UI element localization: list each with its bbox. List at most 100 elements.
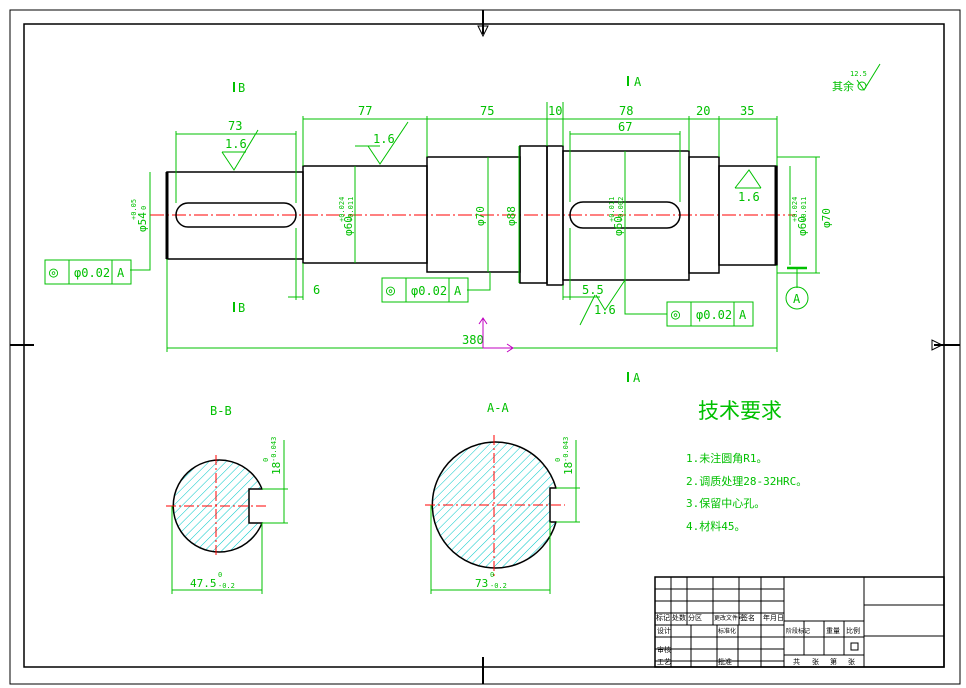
tolerance-frame-2: ◎ φ0.02 A — [381, 277, 469, 303]
rough-2: 1.6 — [373, 132, 395, 146]
tb-label-mark: 标记 — [656, 613, 670, 622]
dim-20: 20 — [696, 104, 710, 118]
dia-60: φ60 — [342, 216, 355, 236]
tolerance-frame-1: ◎ φ0.02 A — [44, 259, 132, 285]
dia-60b-tol-up: +0.011 — [608, 197, 616, 222]
tb-label-count: 处数 — [672, 613, 686, 622]
rough-other-label: 其余 — [832, 79, 854, 93]
rough-3: 1.6 — [738, 190, 760, 204]
dim-35: 35 — [740, 104, 754, 118]
tb-label-change-doc: 更改文件号 — [714, 614, 744, 622]
section-aa-key-tol-up: 0 — [554, 458, 562, 462]
dia-70r: φ70 — [820, 208, 833, 228]
orientation-mark-top — [477, 25, 489, 38]
tech-item-4: 4.材料45。 — [686, 519, 746, 533]
dia-60-tol-low: +0.011 — [347, 197, 355, 222]
section-aa-width-tol-up: 0 — [490, 571, 494, 579]
tb-label-sign: 签名 — [741, 613, 755, 622]
tb-page-no: 张 — [848, 657, 855, 666]
dim-key1: 73 — [228, 119, 242, 133]
section-bb — [166, 440, 288, 594]
ucs-axis-icon — [478, 317, 514, 353]
dia-54-tol-low: 0 — [140, 206, 148, 210]
dim-77: 77 — [358, 104, 372, 118]
tb-page-word: 第 — [830, 657, 837, 666]
concentricity-icon: ◎ — [49, 263, 58, 281]
dia-60b: φ60 — [612, 216, 625, 236]
dim-overall: 380 — [462, 333, 484, 347]
section-bb-title: B-B — [210, 404, 232, 418]
tb-approve: 批准 — [718, 657, 732, 666]
keyway-left — [175, 202, 297, 228]
dia-60c-tol-up: +0.024 — [791, 197, 799, 222]
tech-title: 技术要求 — [698, 399, 782, 423]
dim-75: 75 — [480, 104, 494, 118]
dia-54: φ54 — [136, 212, 149, 232]
dim-10: 10 — [548, 104, 562, 118]
dia-70: φ70 — [474, 206, 487, 226]
section-bb-key-tol-up: 0 — [262, 458, 270, 462]
tech-item-1: 1.未注圆角R1。 — [686, 451, 768, 465]
tb-sheet-total: 共 — [793, 657, 800, 666]
tech-requirements: 技术要求 1.未注圆角R1。 2.调质处理28-32HRC。 3.保留中心孔。 … — [686, 399, 807, 533]
dim-78: 78 — [619, 104, 633, 118]
section-mark-b-top: B — [238, 81, 245, 95]
section-mark-a-top: A — [634, 75, 642, 89]
section-bb-width: 47.5 — [190, 577, 217, 590]
tb-label-date: 年月日 — [763, 613, 784, 622]
dimension-lines — [130, 63, 881, 352]
section-mark-a-bottom: A — [633, 371, 641, 385]
concentricity-icon: ◎ — [386, 281, 395, 299]
dim-key2: 67 — [618, 120, 632, 134]
title-block — [654, 576, 945, 668]
tol-datum-3: A — [739, 308, 747, 322]
tb-label-zone: 分区 — [688, 613, 702, 622]
tol-value-3: φ0.02 — [696, 308, 732, 322]
tb-stage: 阶段标记 — [786, 627, 810, 635]
section-aa-profile — [431, 441, 557, 569]
section-bb-key-tol-low: -0.043 — [270, 437, 278, 462]
tb-standard: 标准化 — [718, 627, 736, 635]
dim-gap55: 5.5 — [582, 283, 604, 297]
concentricity-icon: ◎ — [671, 305, 680, 323]
shaft-main-view — [150, 145, 795, 286]
dim-gap6: 6 — [313, 283, 320, 297]
section-marks: B B A A — [233, 75, 642, 385]
rough-1: 1.6 — [225, 137, 247, 151]
section-aa-width-tol-low: -0.2 — [490, 582, 507, 590]
section-aa-texts: A-A 73 0 -0.2 18 0 -0.043 — [475, 401, 575, 590]
rough-4: 1.6 — [594, 303, 616, 317]
section-bb-key: 18 — [270, 462, 283, 475]
outer-frame — [9, 9, 961, 685]
tol-datum-2: A — [454, 284, 462, 298]
tol-value-1: φ0.02 — [74, 266, 110, 280]
section-aa-key-tol-low: -0.043 — [562, 437, 570, 462]
orientation-mark-right — [931, 339, 944, 351]
tb-design: 设计 — [657, 626, 671, 635]
tb-sheet-no: 张 — [812, 657, 819, 666]
dia-54-tol-up: +0.05 — [130, 199, 138, 220]
dia-88: φ88 — [505, 206, 518, 226]
title-block-texts: 标记 处数 分区 更改文件号 签名 年月日 设计 标准化 审核 工艺 批准 阶段… — [656, 613, 860, 666]
tb-scale: 比例 — [846, 626, 860, 635]
dia-60-tol-up: +0.024 — [338, 197, 346, 222]
section-aa-key: 18 — [562, 462, 575, 475]
diameter-texts: φ54 +0.05 0 φ60 +0.024 +0.011 φ70 φ88 φ6… — [130, 197, 833, 236]
tolerance-frame-3: ◎ φ0.02 A — [666, 301, 754, 327]
tb-weight: 重量 — [826, 627, 840, 635]
tech-item-2: 2.调质处理28-32HRC。 — [686, 475, 807, 488]
section-aa-width: 73 — [475, 577, 488, 590]
dimension-texts: 77 75 10 78 20 35 73 67 6 5.5 380 1.6 1.… — [225, 70, 867, 347]
tol-datum-1: A — [117, 266, 125, 280]
tech-item-3: 3.保留中心孔。 — [686, 496, 765, 510]
dia-60c: φ60 — [796, 216, 809, 236]
section-bb-width-tol-low: -0.2 — [218, 582, 235, 590]
tb-process: 工艺 — [657, 658, 671, 666]
tb-review: 审核 — [657, 645, 671, 654]
section-mark-b-bottom: B — [238, 301, 245, 315]
datum-symbol-a: A — [793, 292, 801, 306]
rough-other-value: 12.5 — [850, 70, 867, 78]
section-bb-width-tol-up: 0 — [218, 571, 222, 579]
section-bb-texts: B-B 47.5 0 -0.2 18 0 -0.043 — [190, 404, 283, 590]
